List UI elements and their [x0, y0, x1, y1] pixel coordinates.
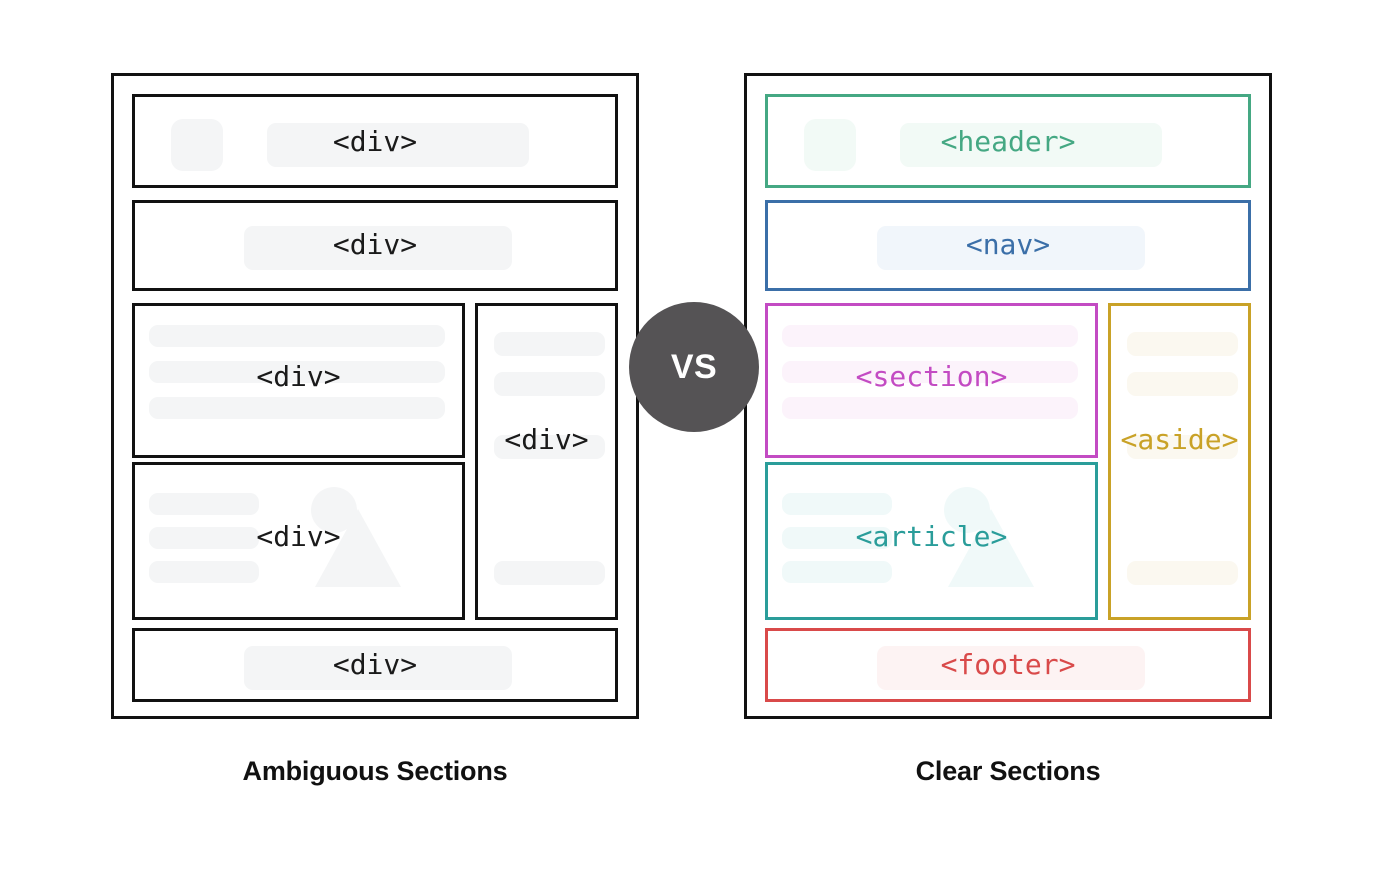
text-line-placeholder	[494, 435, 605, 459]
ambiguous-sections-caption: Ambiguous Sections	[242, 756, 508, 786]
text-line-placeholder	[494, 332, 605, 356]
clear-sections-panel: <header> <nav> <section> <article>	[744, 73, 1272, 719]
left-block-footer: <div>	[132, 628, 618, 702]
text-line-placeholder	[149, 493, 259, 515]
semantic-block-header: <header>	[765, 94, 1251, 188]
semantic-block-article: <article>	[765, 462, 1098, 620]
avatar-placeholder	[171, 119, 223, 171]
text-line-placeholder	[149, 361, 445, 383]
nav-pill-placeholder	[244, 226, 512, 270]
nav-pill-placeholder	[877, 226, 1145, 270]
text-line-placeholder	[782, 325, 1078, 347]
text-line-placeholder	[1127, 372, 1238, 396]
versus-label: VS	[670, 347, 718, 386]
text-line-placeholder	[782, 361, 1078, 383]
triangle-shape-placeholder	[315, 509, 401, 587]
text-line-placeholder	[494, 372, 605, 396]
title-pill-placeholder	[267, 123, 529, 167]
title-pill-placeholder	[900, 123, 1162, 167]
text-line-placeholder	[782, 561, 892, 583]
clear-sections-caption: Clear Sections	[915, 756, 1101, 786]
versus-badge: VS	[629, 302, 759, 432]
footer-pill-placeholder	[244, 646, 512, 690]
semantic-block-section: <section>	[765, 303, 1098, 458]
text-line-placeholder	[1127, 561, 1238, 585]
text-line-placeholder	[149, 325, 445, 347]
text-line-placeholder	[782, 397, 1078, 419]
text-line-placeholder	[782, 527, 892, 549]
avatar-placeholder	[804, 119, 856, 171]
text-line-placeholder	[149, 527, 259, 549]
text-line-placeholder	[1127, 332, 1238, 356]
semantic-block-footer: <footer>	[765, 628, 1251, 702]
left-block-aside: <div>	[475, 303, 618, 620]
left-block-nav: <div>	[132, 200, 618, 291]
left-block-article: <div>	[132, 462, 465, 620]
semantic-block-nav: <nav>	[765, 200, 1251, 291]
semantic-block-aside: <aside>	[1108, 303, 1251, 620]
ambiguous-sections-panel: <div> <div> <div> <div>	[111, 73, 639, 719]
text-line-placeholder	[149, 561, 259, 583]
left-block-section: <div>	[132, 303, 465, 458]
left-block-header: <div>	[132, 94, 618, 188]
text-line-placeholder	[1127, 435, 1238, 459]
triangle-shape-placeholder	[948, 509, 1034, 587]
text-line-placeholder	[149, 397, 445, 419]
text-line-placeholder	[494, 561, 605, 585]
footer-pill-placeholder	[877, 646, 1145, 690]
text-line-placeholder	[782, 493, 892, 515]
